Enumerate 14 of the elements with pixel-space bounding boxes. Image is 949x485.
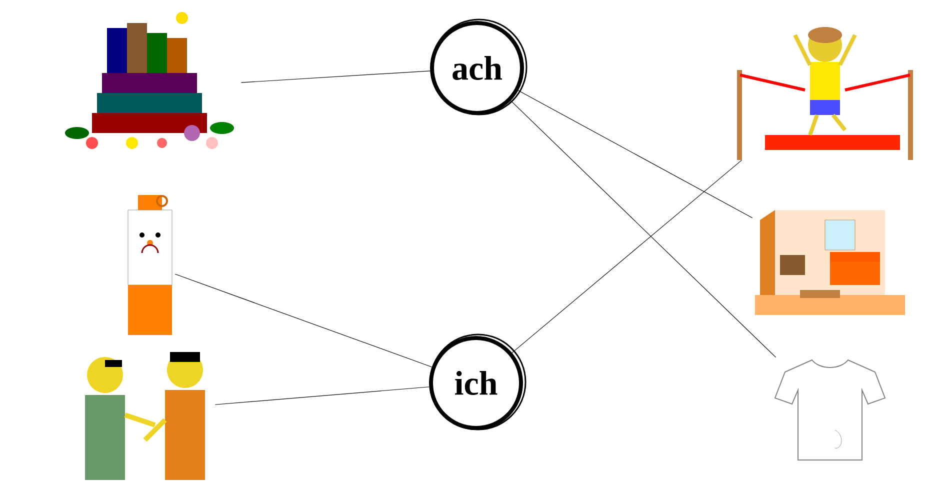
connecting-line xyxy=(240,70,430,83)
bottle-drawing xyxy=(128,195,172,335)
books-drawing xyxy=(65,12,234,149)
living-room-drawing xyxy=(755,210,905,315)
connecting-line xyxy=(214,386,430,405)
circle-node: ich xyxy=(429,334,526,430)
connecting-line xyxy=(518,90,753,218)
runner-drawing xyxy=(737,27,914,160)
t-shirt-drawing xyxy=(774,360,886,460)
arguing-people-drawing xyxy=(85,352,205,480)
connecting-line xyxy=(510,100,776,358)
connecting-line xyxy=(174,274,432,368)
connecting-line xyxy=(512,160,742,354)
circle-node: ach xyxy=(430,18,528,116)
